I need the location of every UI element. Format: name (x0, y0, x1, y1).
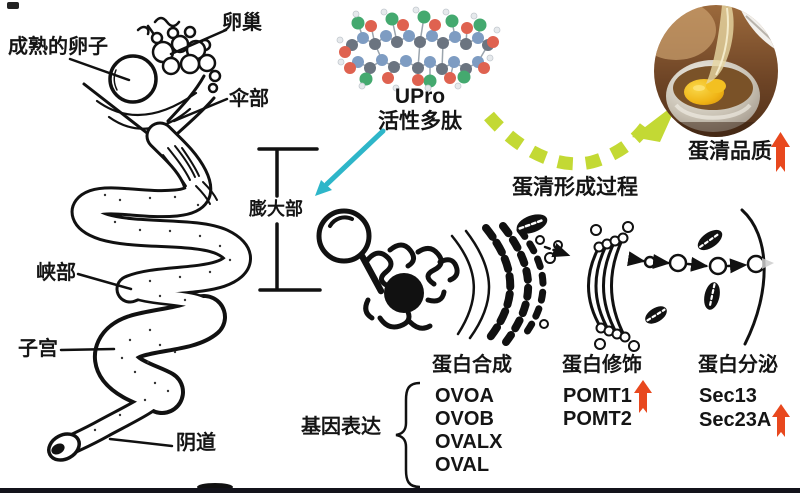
stipple-texture (93, 193, 232, 432)
gene-brace (395, 381, 421, 489)
vesicles-shapes (643, 253, 766, 276)
molecule-icon (336, 6, 501, 92)
egg-photo-image (654, 5, 778, 137)
up-arrow-icon-pomt1 (634, 380, 652, 413)
transport-arrows (543, 242, 748, 274)
magnum-range-bracket (257, 147, 322, 292)
cropped-watermark-mark (7, 2, 19, 9)
magnifier-icon (316, 208, 385, 295)
up-arrow-icon-sec23a (772, 404, 790, 437)
cell-membrane-shape (740, 208, 766, 346)
label-magnum: 膨大部 (249, 199, 303, 219)
process-dashed-arrow-icon (484, 102, 678, 171)
label-infundibulum: 伞部 (229, 88, 269, 110)
rough-er-shape (482, 222, 547, 346)
label-uterus: 子宫 (18, 338, 58, 360)
label-isthmus: 峡部 (36, 262, 76, 284)
ovary-drawing (108, 16, 222, 104)
oviduct-drawing (47, 16, 322, 462)
gene-ovoa: OVOA (435, 385, 494, 407)
label-protein-synthesis: 蛋白合成 (432, 354, 512, 376)
cyan-arrow-icon (315, 128, 386, 196)
leader-lines (59, 28, 229, 448)
secretion-splash (762, 258, 774, 269)
label-molecule-desc: 活性多肽 (378, 110, 462, 133)
gene-sec13: Sec13 (699, 385, 757, 407)
gene-pomt1: POMT1 (563, 385, 632, 407)
gene-ovalx: OVALX (435, 431, 503, 453)
label-protein-modification: 蛋白修饰 (562, 354, 642, 376)
label-molecule-name: UPro (394, 85, 446, 108)
label-ovary: 卵巢 (222, 12, 262, 34)
gene-sec23a: Sec23A (699, 409, 772, 431)
cell-secretion-diagram (363, 208, 774, 352)
label-vagina: 阴道 (176, 432, 216, 454)
label-protein-secretion: 蛋白分泌 (698, 354, 778, 376)
label-mature-egg: 成熟的卵子 (8, 36, 108, 58)
label-egg-white-formation: 蛋清形成过程 (512, 176, 638, 199)
infundibulum-drawing (82, 74, 216, 142)
vagina-opening (47, 432, 81, 462)
gene-ovob: OVOB (435, 408, 494, 430)
up-arrow-icon-quality (771, 132, 790, 172)
nucleolus-shape (384, 273, 424, 313)
bottom-cropped-strip (0, 483, 800, 493)
gene-pomt2: POMT2 (563, 408, 632, 430)
magnum-hatching (162, 145, 218, 205)
gene-oval: OVAL (435, 454, 490, 476)
golgi-shape (587, 236, 627, 339)
label-egg-white-quality: 蛋清品质 (688, 140, 772, 163)
mitochondria-shapes (516, 214, 723, 324)
label-gene-expression: 基因表达 (301, 416, 381, 438)
